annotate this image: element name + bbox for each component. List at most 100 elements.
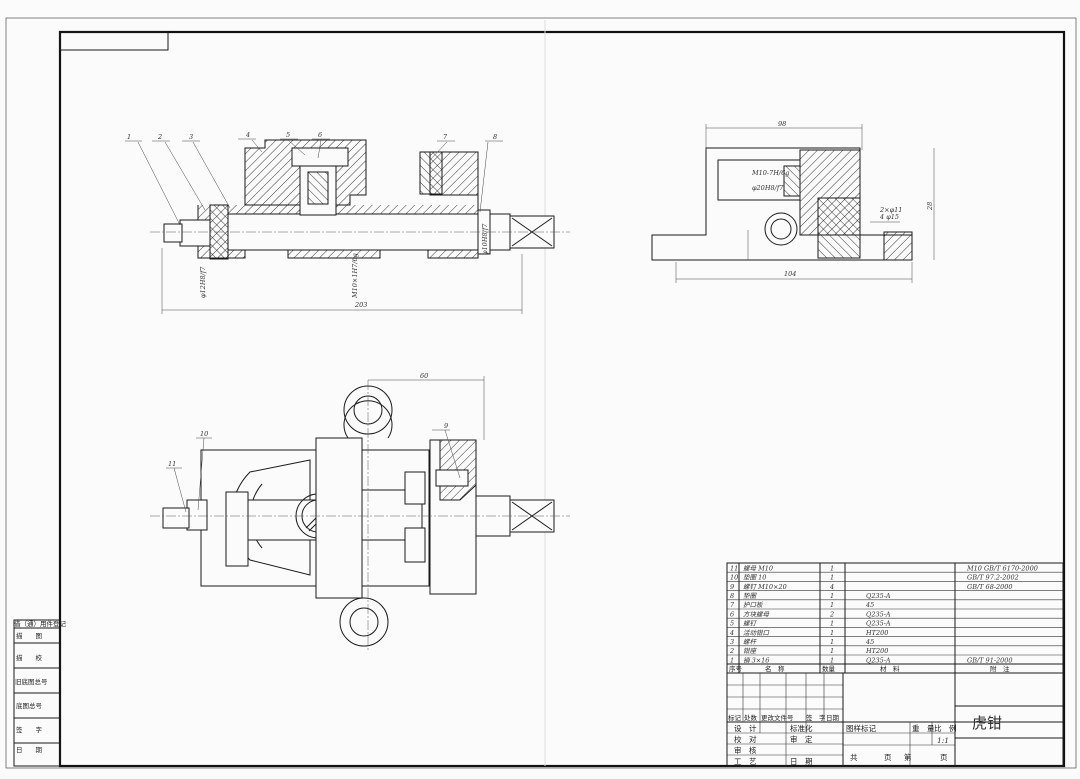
parts-head-material: 材 料 [880,664,900,673]
balloon-11: 11 [168,460,176,468]
overall-length-dim: 203 [354,301,367,309]
parts-cell-name: 钳座 [743,647,758,655]
side-label-base-no: 底图总号 [16,701,43,710]
parts-cell-qty: 1 [830,601,834,609]
outer-border [5,17,1077,769]
screw-bore [764,212,798,246]
corner-code-box [59,31,169,51]
parts-cell-qty: 1 [830,656,834,664]
rev-col-mark: 标记 [728,713,742,722]
balloon-2: 2 [157,133,162,141]
parts-cell-no: 6 [730,610,734,618]
rev-col-count: 处数 [744,713,758,722]
parts-cell-qty: 1 [830,592,834,600]
tb-standard: 标准化 [790,723,813,733]
side-height-dim: 28 [926,202,934,211]
fit-left-dim: φ12H8/f7 [199,266,207,298]
fit-right-dim: φ10H8/f7 [481,223,489,255]
parts-cell-name: 螺钉 [743,620,758,628]
parts-cell-name: 螺母 M10 [743,564,773,572]
parts-head-qty: 数量 [822,664,836,673]
top-pin-end [162,507,190,529]
parts-cell-no: 9 [730,583,734,591]
top-ear-lower [349,607,379,637]
balloon-6: 6 [318,131,322,139]
balloon-7: 7 [443,133,448,141]
parts-cell-name: 垫圈 [743,592,758,600]
tb-design: 设 计 [734,723,757,733]
parts-cell-name: 螺杆 [743,638,758,646]
tb-check: 校 对 [734,734,757,744]
tb-ratio: 比 例 [934,723,957,733]
side-registry-strip: 借（通）用件登记 描 图 描 校 旧底图总号 底图总号 签 字 日 期 [13,619,67,767]
parts-cell-material: 45 [865,601,874,609]
balloon-3: 3 [189,133,193,141]
parts-head-name: 名 称 [765,664,785,673]
side-width-dim: 98 [778,120,786,128]
tb-weight: 重 量 [912,724,935,733]
parts-cell-qty: 1 [830,574,834,582]
tb-pattern-mark: 图样标记 [846,723,876,733]
parts-cell-no: 2 [729,647,734,655]
parts-cell-no: 10 [730,574,738,582]
parts-cell-no: 1 [730,656,734,664]
side-view: 98 28 104 M10-7H/6g φ20H8/f7 2×φ11 4 φ15 [651,120,935,283]
balloon-10: 10 [200,430,208,438]
parts-cell-std: GB/T 68-2000 [967,583,1013,591]
front-section-view: 203 φ12H8/f7 M10×1H7/6g φ10H8/f7 1 2 3 4 [125,131,570,314]
parts-cell-name: 销 3×16 [743,656,769,664]
parts-cell-material: Q235-A [866,620,891,628]
side-base-dim: 104 [784,270,796,278]
parts-cell-no: 8 [730,592,734,600]
nut-thread-hatch [307,171,329,205]
parts-cell-qty: 1 [830,629,834,637]
parts-cell-material: HT200 [865,629,888,637]
tb-sheets: 页 [884,753,892,762]
tb-process: 工 艺 [734,757,757,766]
side-hole2-dim: 4 φ15 [879,213,899,221]
parts-cell-qty: 2 [829,610,834,618]
parts-cell-material: 45 [865,638,874,646]
parts-cell-std: M10 GB/T 6170-2000 [966,564,1038,572]
parts-cell-qty: 1 [830,620,834,628]
jaw-plate-right [419,151,443,195]
balloon-9: 9 [444,422,448,430]
parts-cell-no: 4 [729,629,734,637]
parts-cell-qty: 1 [830,638,834,646]
parts-cell-qty: 1 [830,647,834,655]
parts-cell-name: 活动钳口 [743,629,770,637]
tb-review: 审 核 [734,745,757,755]
pin-end [163,223,183,243]
side-label-trace: 描 图 [16,631,42,640]
tb-date: 日 期 [790,757,813,766]
rev-col-date: 日期 [826,714,840,722]
parts-cell-name: 垫圈 10 [743,574,766,582]
side-label-sign: 签 字 [16,725,43,734]
parts-cell-no: 11 [730,564,738,572]
parts-cell-name: 方块螺母 [743,610,770,618]
fixing-screw-head [291,147,349,167]
parts-cell-material: Q235-A [866,656,891,664]
parts-cell-material: Q235-A [866,610,891,618]
rev-col-sign: 签 字 [806,713,826,722]
parts-head-std: 附 注 [990,664,1010,673]
tb-total: 共 [850,753,858,762]
parts-cell-qty: 1 [830,564,834,572]
parts-cell-no: 7 [730,601,735,609]
tb-page: 页 [940,753,948,762]
side-label-old-base-no: 旧底图总号 [15,677,48,686]
tb-scale-value: 1:1 [937,736,949,745]
tb-approve: 审 定 [790,734,813,744]
parts-cell-name: 螺钉 M10×20 [743,583,787,591]
parts-cell-material: Q235-A [866,592,891,600]
parts-cell-no: 3 [730,638,734,646]
title-block: 标记 处数 更改文件号 签 字 日期 设 计 校 对 审 核 工 艺 标准化 审… [726,672,1064,767]
parts-cell-no: 5 [730,620,734,628]
drawing-title: 虎钳 [972,714,1002,732]
side-thread-dim: M10-7H/6g [751,169,789,177]
balloon-5: 5 [286,131,290,139]
rev-col-doc: 更改文件号 [761,713,794,722]
